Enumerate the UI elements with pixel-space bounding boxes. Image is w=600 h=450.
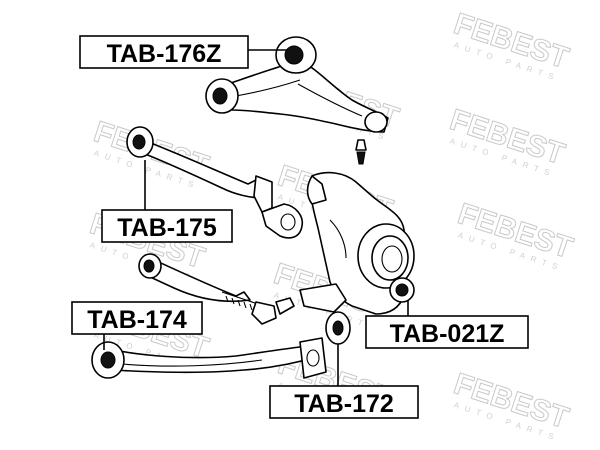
label-tab-172-text: TAB-172 bbox=[294, 390, 394, 418]
watermark-6: FEBEST AUTO PARTS bbox=[453, 197, 577, 273]
watermark-1: FEBEST AUTO PARTS bbox=[449, 7, 573, 83]
label-tab-175: TAB-175 bbox=[101, 209, 233, 243]
toe-link bbox=[138, 253, 295, 325]
upper-control-arm bbox=[205, 36, 389, 165]
label-tab-175-text: TAB-175 bbox=[117, 214, 217, 242]
label-tab-176z: TAB-176Z bbox=[79, 35, 249, 69]
lower-arm bbox=[91, 337, 327, 379]
watermark-11: FEBEST AUTO PARTS bbox=[449, 367, 573, 443]
watermark-3: FEBEST AUTO PARTS bbox=[445, 103, 569, 179]
label-tab-174-text: TAB-174 bbox=[87, 306, 187, 334]
label-tab-172: TAB-172 bbox=[269, 385, 419, 419]
label-tab-021z-text: TAB-021Z bbox=[390, 320, 505, 348]
label-tab-176z-text: TAB-176Z bbox=[107, 40, 222, 68]
label-tab-174: TAB-174 bbox=[71, 301, 203, 335]
lateral-link-175 bbox=[126, 126, 304, 239]
label-tab-021z: TAB-021Z bbox=[365, 315, 529, 349]
knuckle-hub bbox=[299, 171, 415, 345]
